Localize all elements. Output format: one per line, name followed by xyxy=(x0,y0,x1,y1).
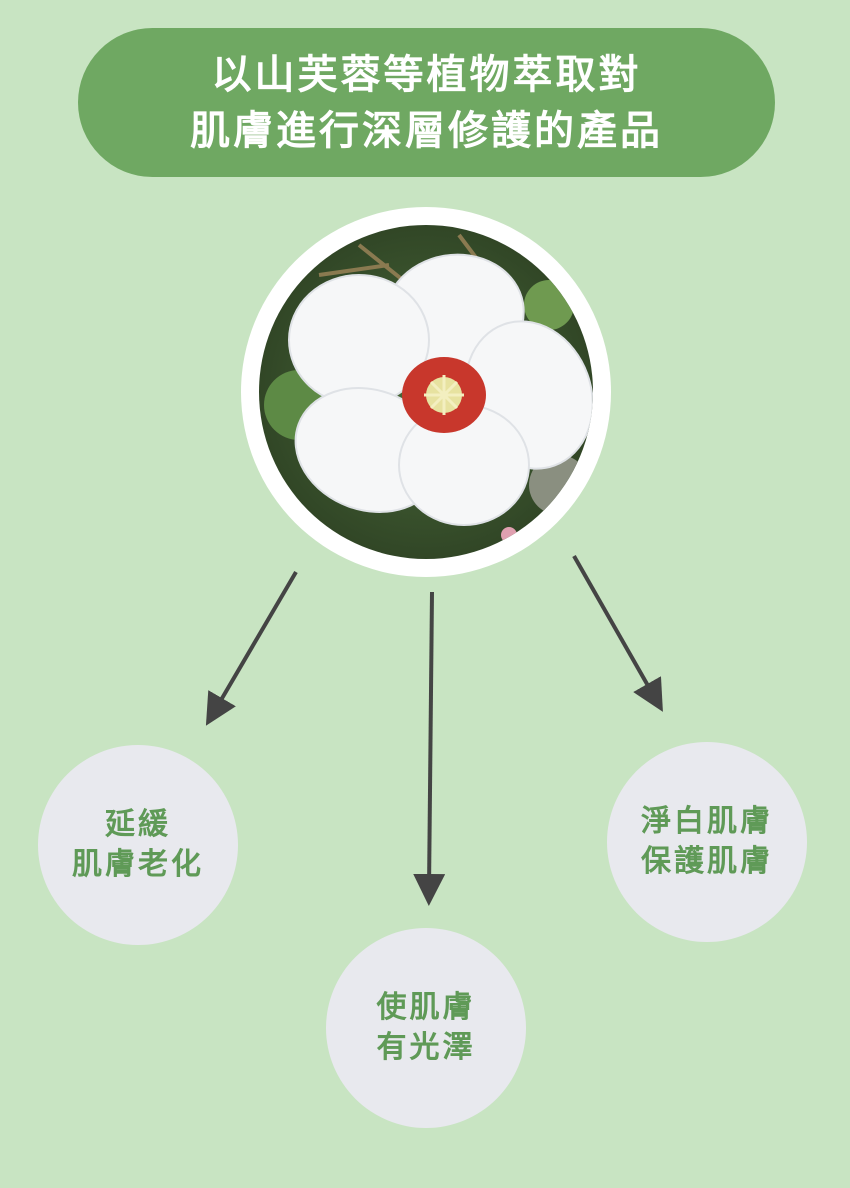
title-line-1: 以山芙蓉等植物萃取對 xyxy=(211,51,642,98)
benefit-line-2: 肌膚老化 xyxy=(72,847,204,882)
benefit-line-2: 保護肌膚 xyxy=(641,844,773,879)
benefit-anti-aging: 延緩 肌膚老化 xyxy=(38,745,238,945)
arrow-right xyxy=(572,555,663,712)
title-line-2: 肌膚進行深層修護的產品 xyxy=(190,107,663,154)
flower-photo xyxy=(241,207,611,577)
benefit-line-1: 使肌膚 xyxy=(376,990,476,1025)
hibiscus-flower-icon xyxy=(259,225,593,559)
arrow-middle xyxy=(413,591,446,906)
title-banner: 以山芙蓉等植物萃取對 肌膚進行深層修護的產品 xyxy=(78,28,775,177)
benefit-line-1: 淨白肌膚 xyxy=(641,804,773,839)
benefit-whitening: 淨白肌膚 保護肌膚 xyxy=(607,742,807,942)
benefit-radiance: 使肌膚 有光澤 xyxy=(326,928,526,1128)
arrow-left xyxy=(205,570,298,726)
benefit-line-2: 有光澤 xyxy=(376,1030,476,1065)
benefit-line-1: 延緩 xyxy=(105,807,171,842)
